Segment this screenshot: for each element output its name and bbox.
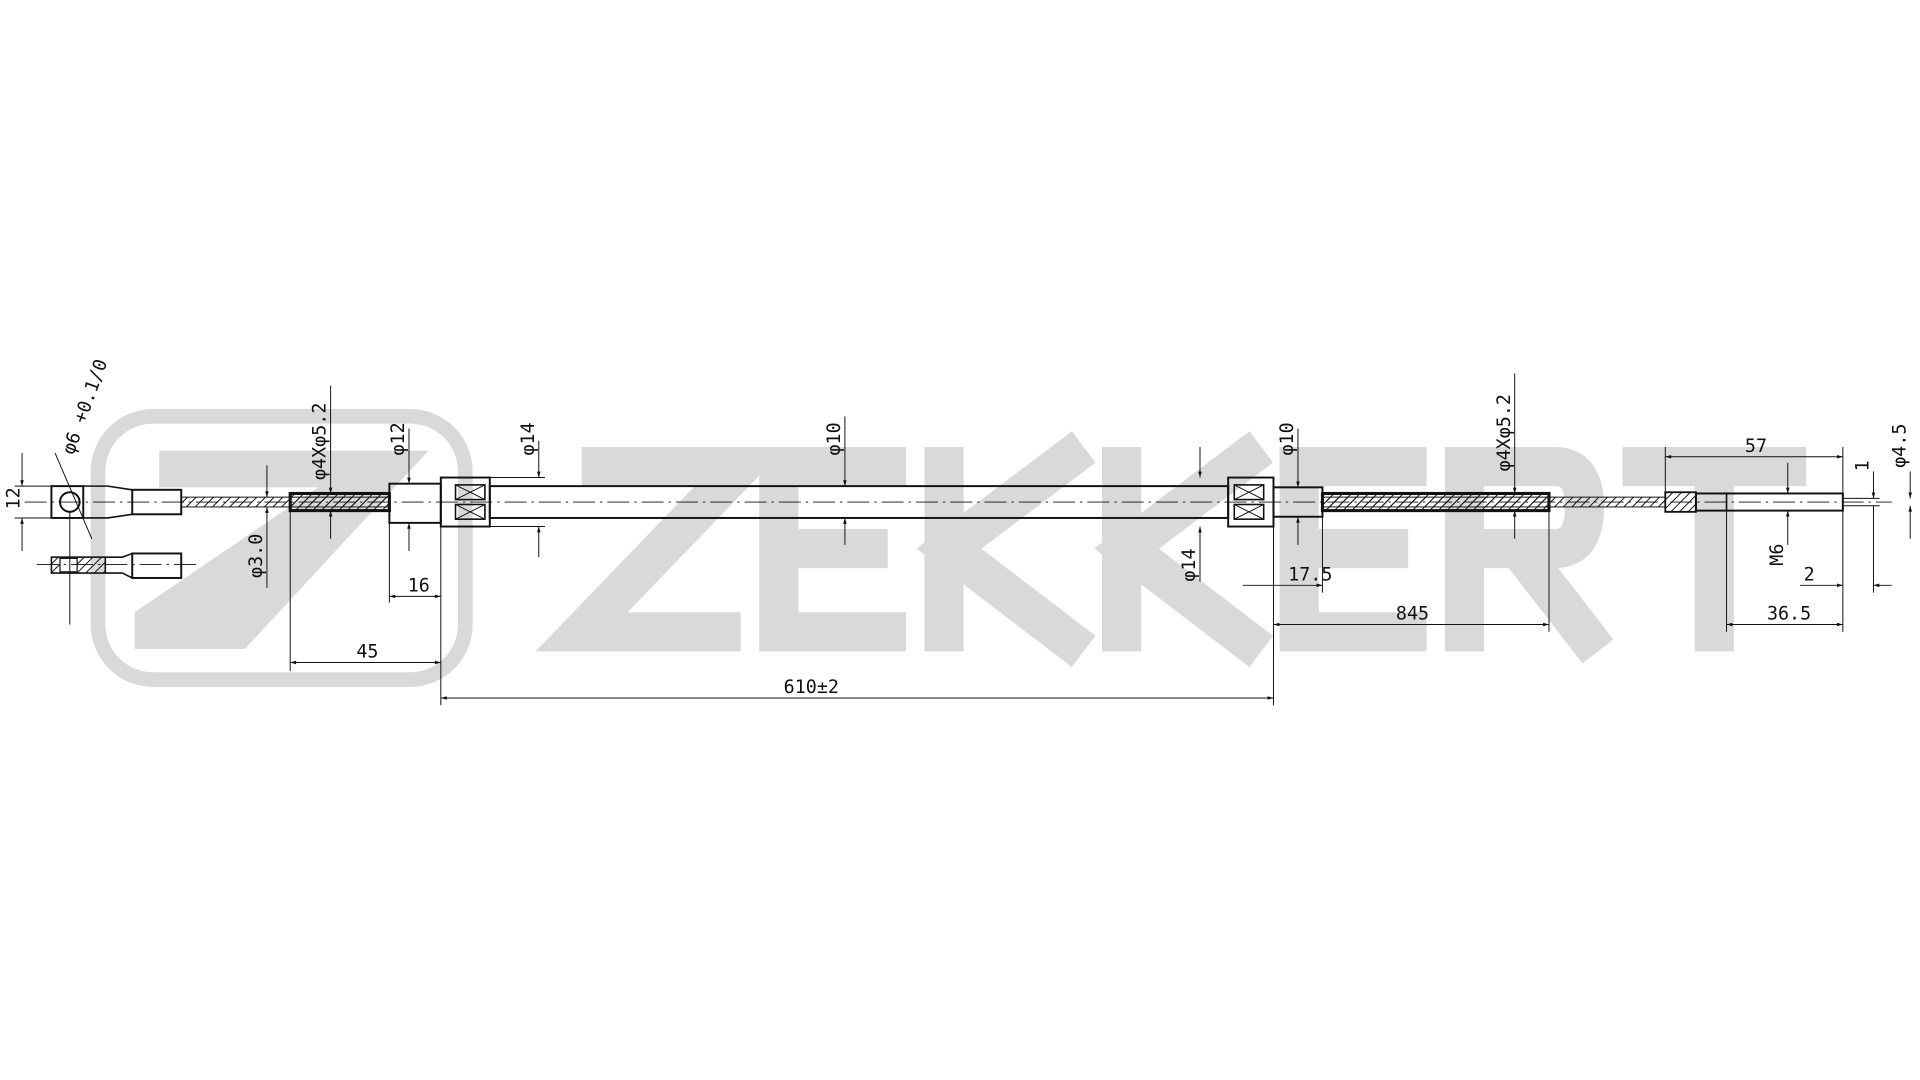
dim-ferrule-left: φ12 — [388, 422, 409, 455]
dim-end-fitting-len: 36.5 — [1767, 604, 1811, 625]
dim-end-dia: φ4.5 — [1889, 424, 1910, 468]
sleeve-left — [288, 491, 391, 513]
logo-letter-z — [535, 446, 787, 652]
logo-letter-k — [1094, 431, 1274, 667]
dim-sleeve-left-len: 45 — [356, 642, 378, 663]
grommet-left — [439, 476, 491, 528]
dim-end-tip: 2 — [1804, 564, 1815, 585]
logo-letter-k — [916, 431, 1096, 667]
dim-conduit-len: 610±2 — [784, 677, 839, 698]
eye-terminal-side-view — [36, 552, 196, 579]
ferrule-right — [1272, 486, 1324, 518]
dim-ferrule-left-len: 16 — [408, 575, 430, 596]
dim-sleeve-left: φ4Xφ5.2 — [310, 403, 331, 480]
conduit — [488, 485, 1230, 519]
extension-lines — [14, 446, 1874, 706]
dim-ferrule-right-len: 17.5 — [1288, 564, 1332, 585]
dimension-lines — [20, 373, 1912, 700]
logo-letter-e — [759, 446, 907, 652]
dim-conduit: φ10 — [824, 422, 845, 455]
logo-letter-t — [1622, 446, 1807, 652]
dim-thread: M6 — [1767, 544, 1788, 566]
dim-sleeve-right: φ4Xφ5.2 — [1494, 394, 1515, 471]
sleeve-right — [1320, 491, 1551, 513]
dim-grommet-left: φ14 — [518, 422, 539, 455]
dim-end-step: 1 — [1853, 460, 1874, 471]
grommet-right — [1227, 476, 1275, 528]
dim-ferrule-right: φ10 — [1277, 422, 1298, 455]
logo-letter-e — [1279, 446, 1427, 652]
dim-sleeve-right-len: 845 — [1396, 604, 1429, 625]
dim-eye-width: 12 — [4, 487, 25, 509]
zekkert-logo-watermark — [90, 408, 1807, 687]
dim-end-len: 57 — [1745, 436, 1767, 457]
logo-lettering — [535, 431, 1807, 667]
dim-grommet-right: φ14 — [1179, 548, 1200, 581]
dim-cable-dia: φ3.0 — [246, 534, 267, 578]
ferrule-left — [388, 482, 442, 524]
